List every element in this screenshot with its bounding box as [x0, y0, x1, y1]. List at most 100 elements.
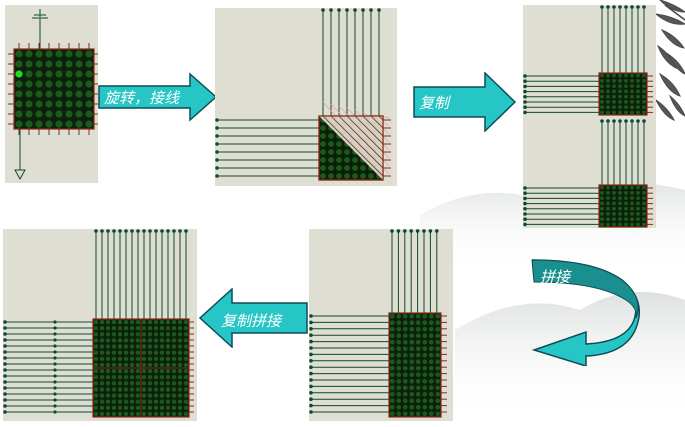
led: [147, 362, 153, 368]
wire-node: [523, 100, 527, 104]
led: [65, 120, 73, 128]
led: [612, 222, 616, 227]
led: [642, 73, 646, 78]
led: [177, 405, 183, 410]
right-arrow-icon: [413, 72, 517, 132]
wire-node: [403, 229, 407, 233]
led: [85, 70, 93, 78]
led: [147, 368, 153, 374]
wire-node: [642, 5, 646, 9]
led: [402, 359, 408, 365]
led: [636, 211, 640, 216]
led: [129, 399, 135, 404]
led: [183, 356, 189, 361]
led: [165, 319, 171, 325]
led: [389, 411, 395, 417]
led: [415, 346, 421, 352]
led: [409, 404, 415, 410]
led: [624, 99, 628, 104]
led: [428, 346, 434, 352]
led: [147, 387, 153, 392]
led: [165, 356, 171, 361]
led: [422, 352, 428, 358]
led: [171, 319, 177, 325]
led: [630, 217, 634, 222]
led: [129, 393, 135, 398]
wire-node: [523, 222, 527, 227]
wire-node: [636, 119, 640, 123]
led: [171, 338, 177, 343]
led: [93, 319, 99, 325]
copied-matrices-diagram: [523, 5, 653, 228]
led: [409, 339, 415, 345]
led: [624, 201, 628, 206]
led: [320, 149, 326, 155]
led: [422, 398, 428, 404]
wire-node: [309, 384, 313, 389]
led: [612, 201, 616, 206]
led: [428, 320, 434, 326]
led: [415, 372, 421, 378]
led: [147, 356, 153, 361]
wire-node: [309, 378, 313, 382]
led: [15, 120, 23, 128]
led: [600, 217, 604, 222]
led: [642, 89, 646, 94]
led: [35, 60, 43, 68]
led: [422, 333, 428, 339]
led: [415, 326, 421, 332]
led: [435, 339, 441, 345]
led: [171, 381, 177, 386]
led: [45, 100, 53, 108]
led: [352, 157, 358, 163]
led: [111, 350, 117, 355]
led: [642, 190, 646, 195]
led: [55, 100, 63, 108]
led: [147, 381, 153, 386]
led: [415, 313, 421, 319]
led: [389, 313, 395, 319]
led: [111, 387, 117, 392]
led: [93, 405, 99, 410]
led: [129, 332, 135, 337]
led: [141, 350, 147, 355]
led: [129, 350, 135, 355]
led: [177, 362, 183, 368]
wire-node: [396, 229, 401, 233]
led: [320, 157, 326, 163]
led: [612, 84, 616, 89]
led: [612, 78, 616, 83]
led: [396, 404, 402, 410]
wire-node: [3, 350, 7, 354]
led: [135, 381, 141, 386]
led: [389, 333, 395, 339]
led: [105, 319, 111, 325]
wire-node: [422, 229, 426, 233]
led: [642, 201, 646, 206]
led: [177, 387, 183, 392]
single-matrix-diagram: [8, 9, 98, 181]
led: [630, 73, 634, 78]
led: [111, 344, 117, 349]
led: [93, 338, 99, 343]
led: [75, 120, 83, 128]
wire-node: [215, 150, 219, 154]
led: [147, 344, 153, 349]
led: [630, 222, 634, 227]
curved-arrow-icon: [531, 259, 640, 366]
led: [422, 385, 428, 391]
led: [352, 165, 358, 171]
wire-node: [309, 314, 313, 318]
led: [396, 365, 402, 371]
led: [135, 411, 141, 417]
wire-node: [53, 374, 57, 378]
led: [85, 50, 93, 58]
led: [55, 110, 63, 118]
led: [415, 365, 421, 371]
led: [600, 73, 604, 78]
led: [93, 393, 99, 398]
led: [165, 393, 171, 398]
led: [117, 362, 123, 368]
led: [147, 393, 153, 398]
led: [35, 110, 43, 118]
